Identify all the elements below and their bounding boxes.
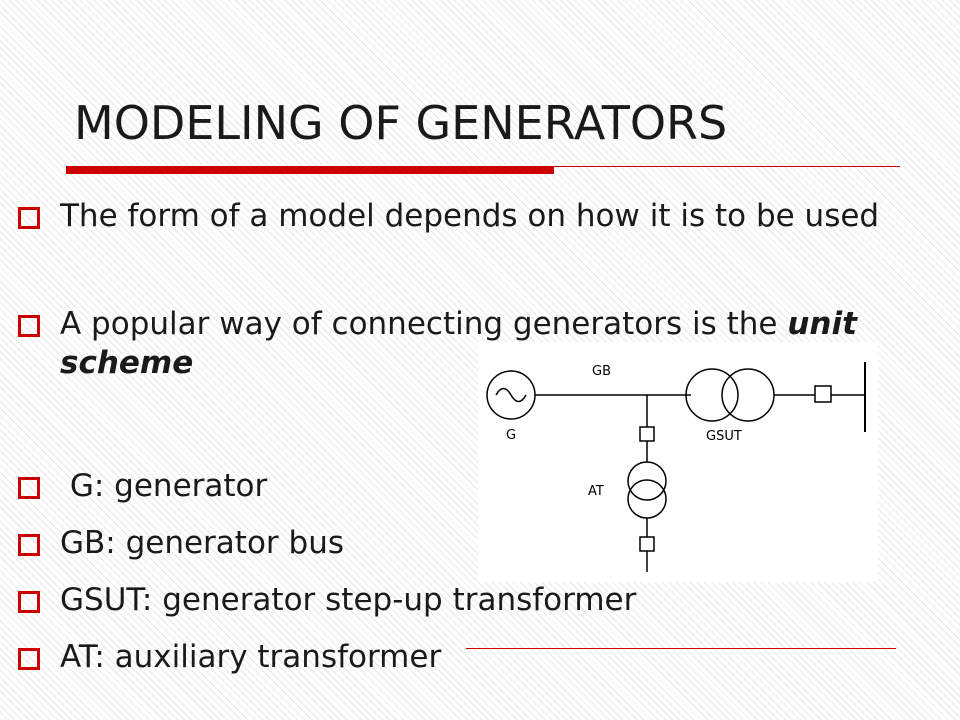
bullet-text: The form of a model depends on how it is… [60, 198, 880, 234]
unit-scheme-diagram: G GB GSUT AT [478, 342, 878, 582]
bullet-text-part: A popular way of connecting generators i… [60, 306, 788, 342]
square-bullet-icon [18, 591, 40, 613]
hv-breaker [814, 385, 832, 403]
bullet-item: GSUT: generator step-up transformer [18, 581, 908, 620]
square-bullet-icon [18, 534, 40, 556]
sine-wave-icon [495, 387, 527, 403]
bullet-text: GB: generator bus [60, 525, 344, 561]
unit-scheme-svg: G GB GSUT AT [486, 362, 866, 572]
gsut-primary-winding [685, 368, 739, 422]
bullet-text: GSUT: generator step-up transformer [60, 582, 637, 618]
bullet-item: GB: generator bus [18, 524, 908, 563]
title-underline [554, 166, 900, 167]
bullet-item: G: generator [18, 467, 908, 506]
at-secondary-winding [627, 479, 667, 519]
bullet-item: AT: auxiliary transformer [18, 638, 908, 677]
generator-label: G [506, 428, 516, 443]
bus-label: GB [592, 364, 611, 379]
gsut-label: GSUT [706, 429, 742, 444]
at-primary-winding [627, 461, 667, 501]
square-bullet-icon [18, 648, 40, 670]
bullet-emphasis: unit scheme [60, 306, 857, 381]
aux-breaker-upper [639, 426, 655, 442]
title-accent-bar [66, 166, 554, 174]
bullet-text: G: generator [60, 468, 268, 504]
bullet-item: A popular way of connecting generators i… [18, 305, 908, 383]
square-bullet-icon [18, 477, 40, 499]
bottom-rule [466, 648, 896, 649]
bullet-text: AT: auxiliary transformer [60, 639, 442, 675]
square-bullet-icon [18, 315, 40, 337]
bullet-item: The form of a model depends on how it is… [18, 197, 908, 236]
aux-breaker-lower [639, 536, 655, 552]
square-bullet-icon [18, 207, 40, 229]
at-label: AT [588, 484, 604, 499]
bullet-text: A popular way of connecting generators i… [60, 305, 908, 383]
slide-title: MODELING OF GENERATORS [74, 96, 728, 150]
gsut-secondary-winding [721, 368, 775, 422]
